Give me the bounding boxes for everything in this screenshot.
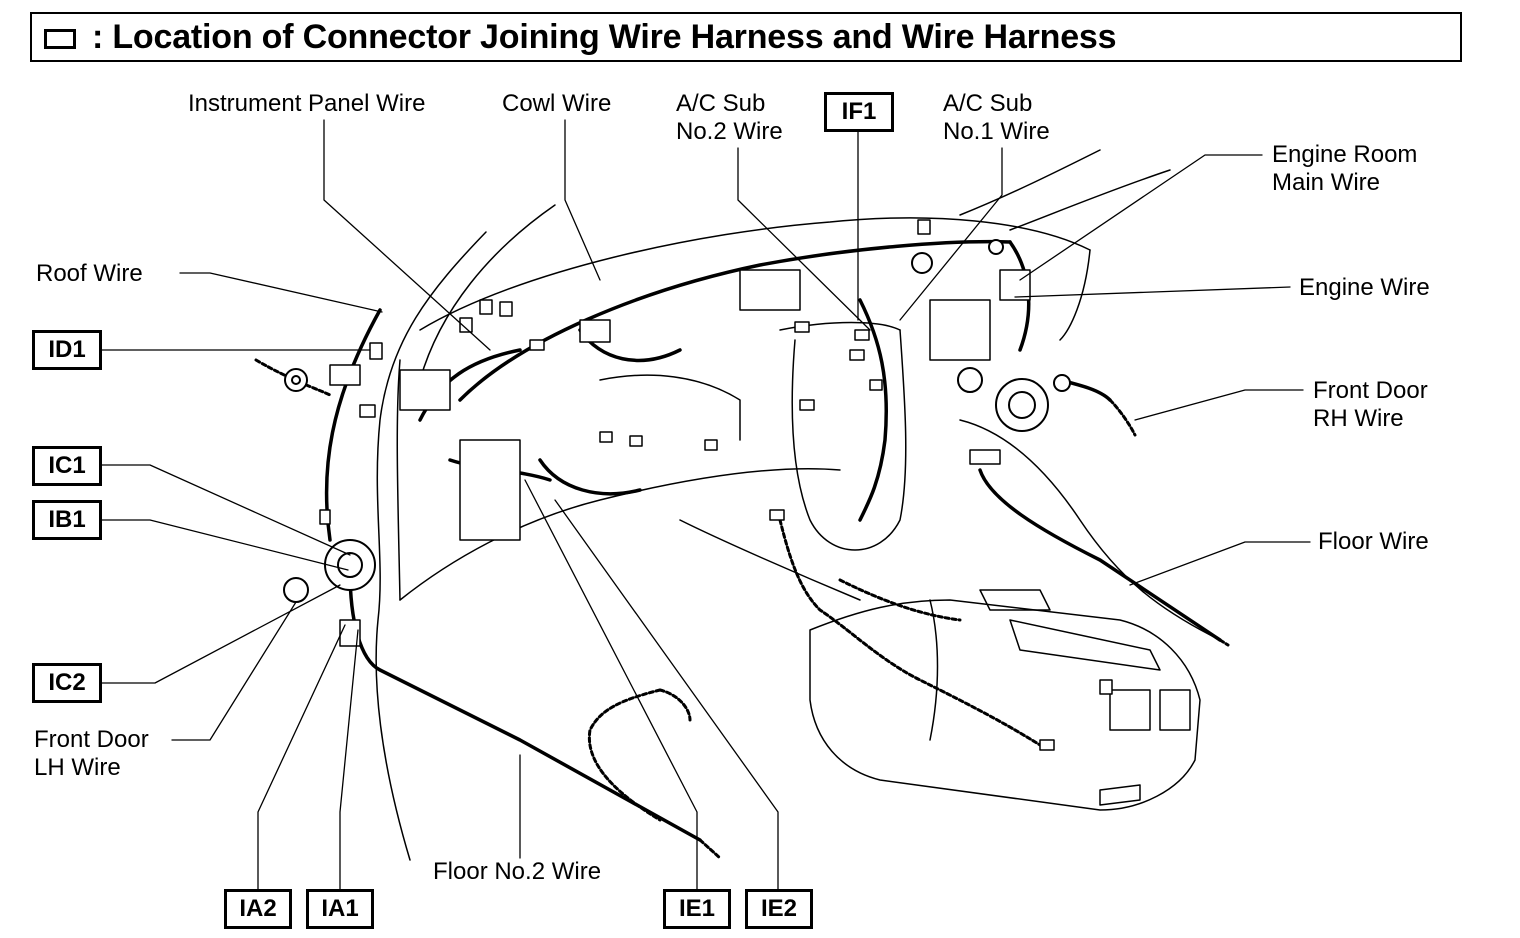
center-console-outline	[809, 589, 1201, 811]
connector-ia1: IA1	[306, 889, 374, 929]
floor-no2-wire-label: Floor No.2 Wire	[433, 858, 602, 885]
connector-id1: ID1	[32, 330, 102, 370]
engine-room-main-line1: Engine Room	[1272, 141, 1418, 168]
leader-lines	[101, 119, 1311, 891]
ac-sub-no1-wire-label: A/C Sub No.1 Wire	[943, 90, 1050, 146]
cowl-wire-label: Cowl Wire	[502, 90, 612, 117]
connector-ib1: IB1	[32, 500, 102, 540]
components	[319, 219, 1113, 751]
front-door-lh-line1: Front Door	[34, 726, 149, 753]
engine-wire-label: Engine Wire	[1299, 274, 1430, 301]
dashboard-outline	[399, 149, 1221, 641]
front-door-rh-wire-label: Front Door RH Wire	[1313, 377, 1428, 433]
connector-ia2: IA2	[224, 889, 292, 929]
floor-wire-label: Floor Wire	[1318, 528, 1429, 555]
connector-ic1: IC1	[32, 446, 102, 486]
connector-ic2: IC2	[32, 663, 102, 703]
ac-sub-no1-line1: A/C Sub	[943, 90, 1033, 117]
connector-ie1: IE1	[663, 889, 731, 929]
dashed-wires	[254, 358, 1230, 860]
ac-sub-no2-line2: No.2 Wire	[676, 118, 783, 145]
ac-sub-no1-line2: No.1 Wire	[943, 118, 1050, 145]
front-door-rh-line2: RH Wire	[1313, 405, 1404, 432]
front-door-rh-line1: Front Door	[1313, 377, 1428, 404]
round-components	[283, 239, 1071, 603]
connector-box-icon	[44, 29, 76, 49]
a-pillar-outline	[375, 204, 556, 861]
engine-room-main-line2: Main Wire	[1272, 169, 1381, 196]
connector-if1: IF1	[824, 92, 894, 132]
title-box: : Location of Connector Joining Wire Har…	[30, 12, 1462, 62]
front-door-lh-line2: LH Wire	[34, 754, 121, 781]
ac-sub-no2-wire-label: A/C Sub No.2 Wire	[676, 90, 783, 146]
front-door-lh-wire-label: Front Door LH Wire	[34, 726, 149, 782]
connector-ie2: IE2	[745, 889, 813, 929]
engine-room-main-wire-label: Engine Room Main Wire	[1272, 141, 1417, 197]
ac-sub-no2-line1: A/C Sub	[676, 90, 766, 117]
instrument-panel-wire-label: Instrument Panel Wire	[188, 90, 426, 117]
roof-wire-label: Roof Wire	[36, 260, 143, 287]
page-title: : Location of Connector Joining Wire Har…	[92, 18, 1117, 56]
